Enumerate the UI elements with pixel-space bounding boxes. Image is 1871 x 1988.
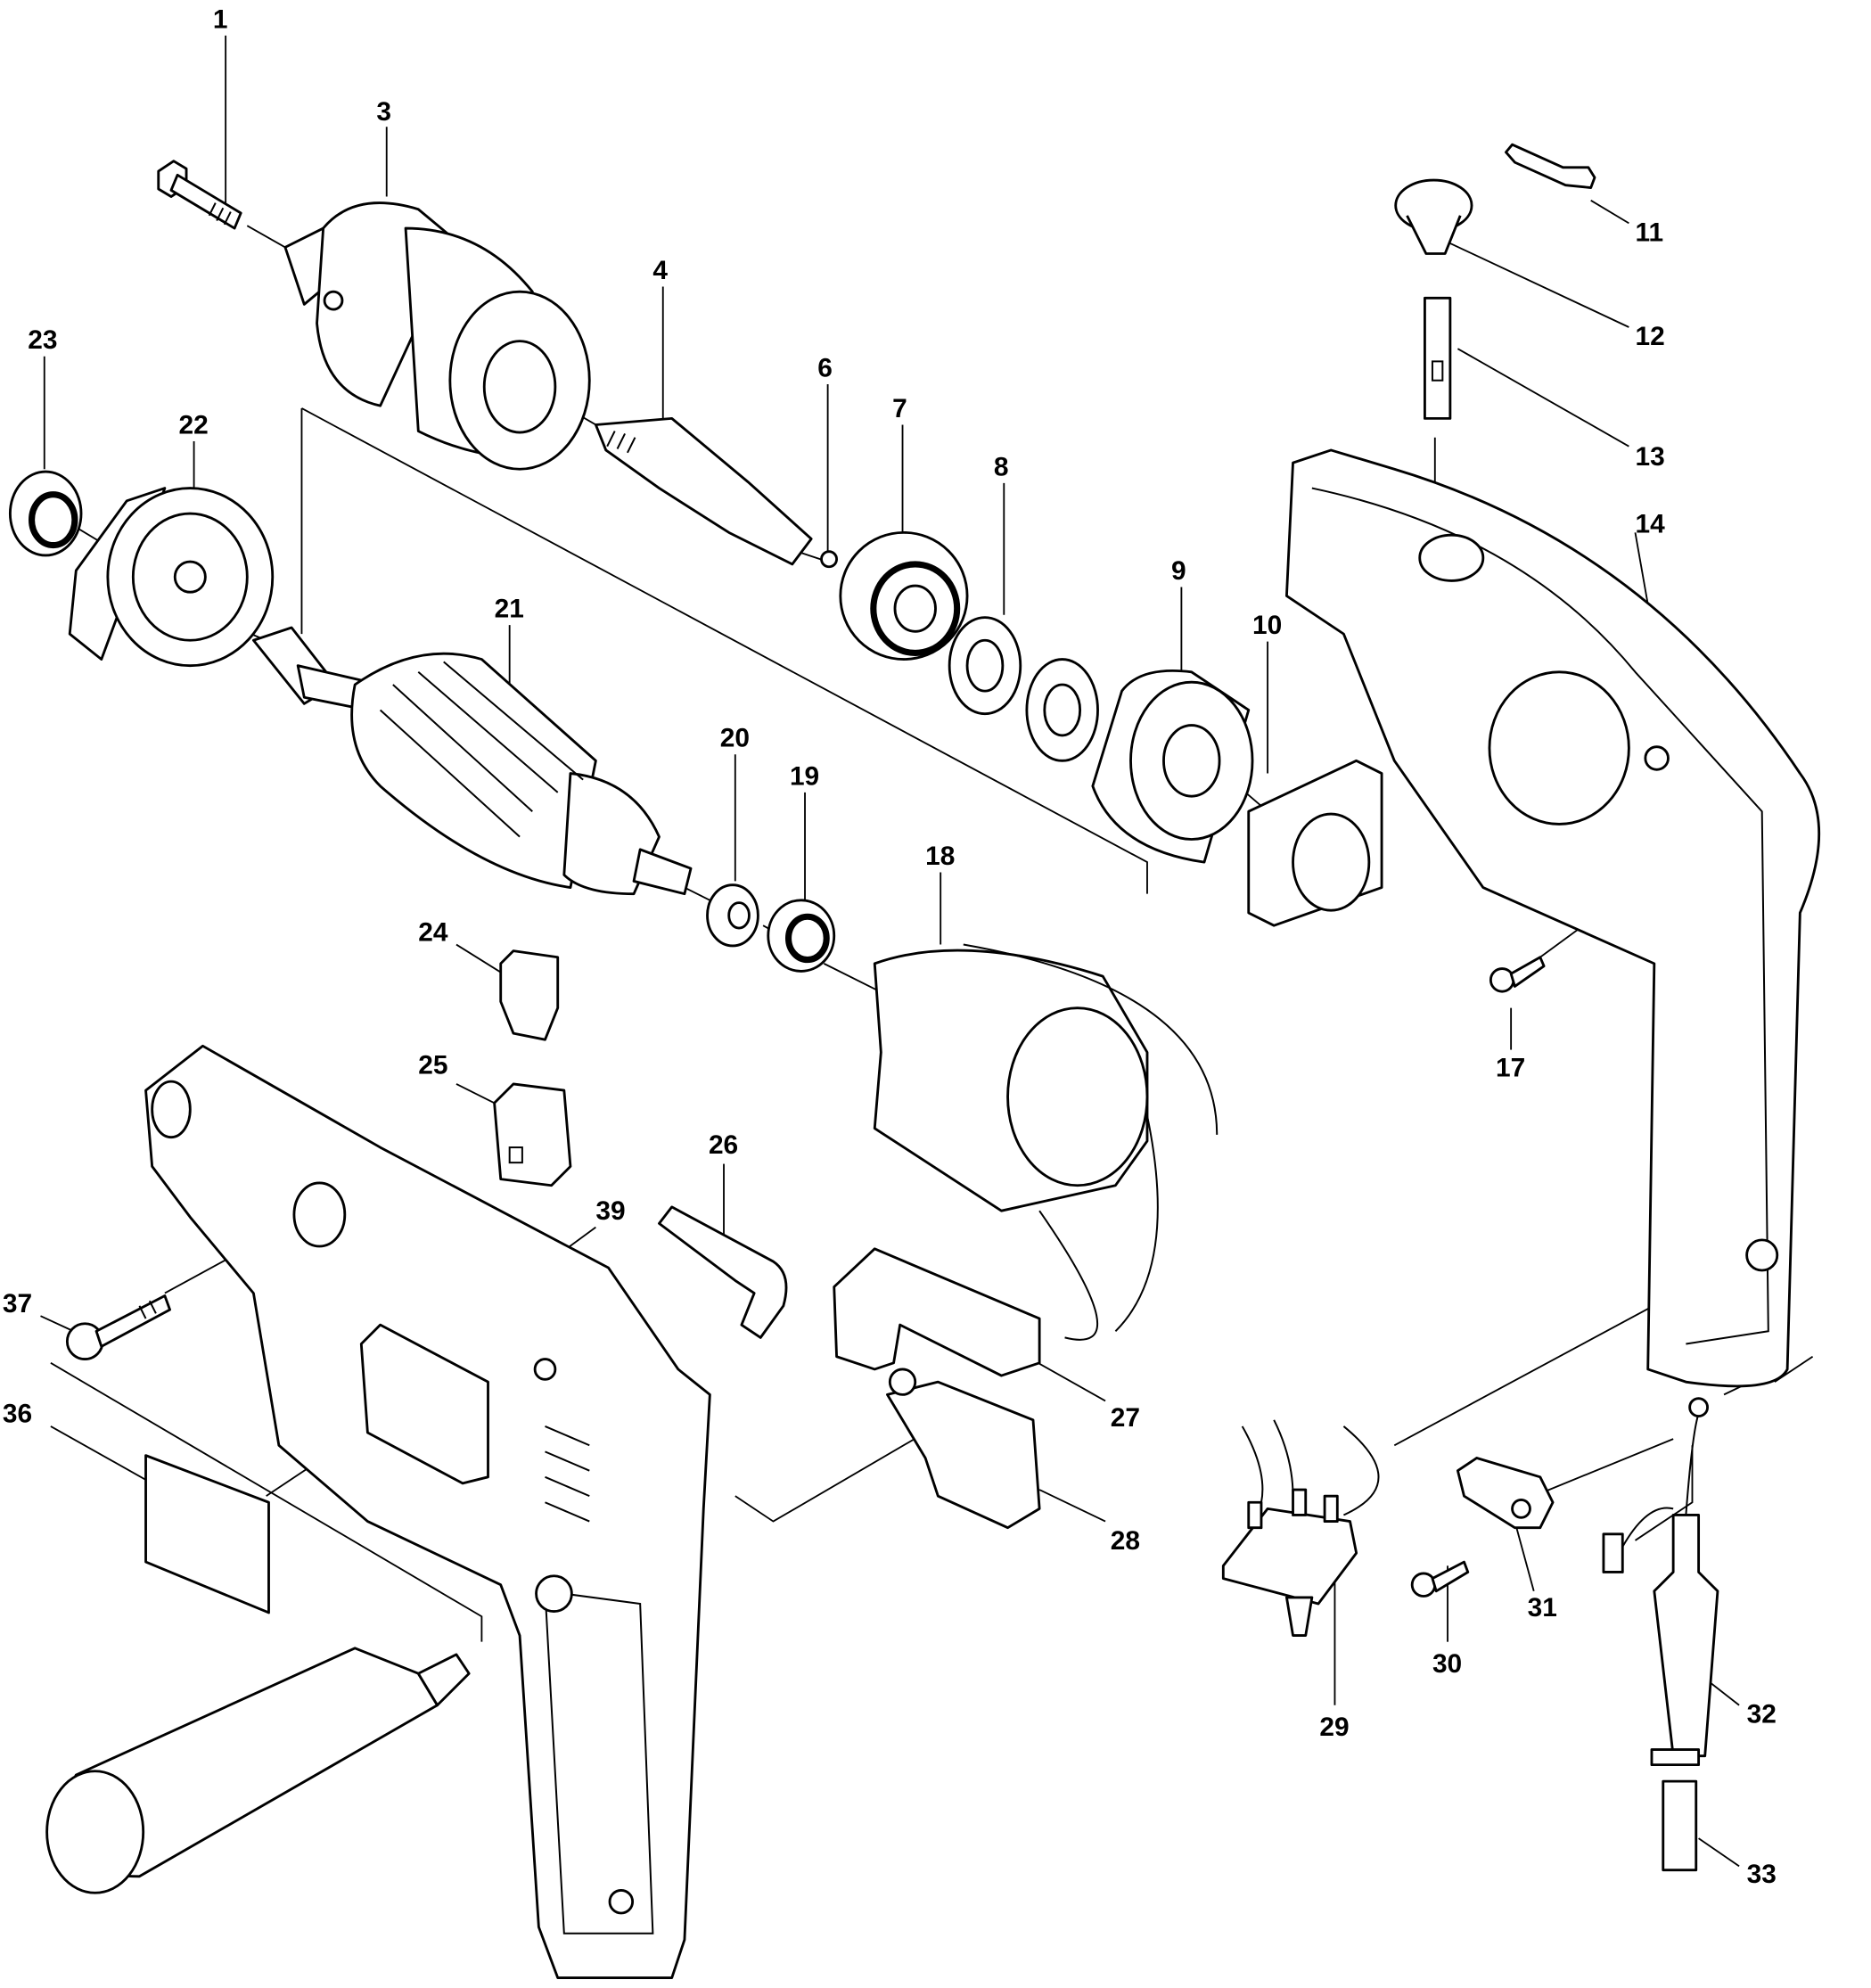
part-label: 32 — [1747, 1700, 1777, 1729]
part-23-bearing — [8, 470, 83, 557]
part-label: 19 — [790, 761, 819, 791]
part-label: 4 — [652, 256, 668, 285]
side-handle — [45, 1647, 471, 1894]
part-32-cord-guard — [1602, 1397, 1719, 1767]
part-label: 7 — [892, 394, 907, 423]
part-label: 36 — [3, 1400, 32, 1429]
part-label: 9 — [1171, 556, 1186, 586]
part-31-cord-clamp — [1456, 1457, 1555, 1530]
part-14-housing-half — [1284, 448, 1821, 1388]
part-17-screw — [1489, 956, 1546, 993]
part-30-screw — [1410, 1560, 1470, 1598]
part-label: 31 — [1528, 1593, 1557, 1622]
part-3-drill-chuck — [283, 201, 591, 471]
part-29-switch — [1221, 1419, 1380, 1637]
part-8-washers — [948, 616, 1099, 762]
part-33-cord — [1662, 1779, 1698, 1872]
part-37-screw — [65, 1294, 171, 1360]
part-22-fan — [68, 487, 275, 668]
part-9-gear — [1091, 669, 1254, 864]
part-4-spindle — [594, 416, 838, 569]
part-39-housing-half — [144, 1044, 711, 1979]
part-label: 21 — [495, 595, 524, 624]
part-label: 39 — [595, 1196, 625, 1226]
part-label: 13 — [1635, 442, 1664, 472]
part-25-brush-holder — [493, 1082, 572, 1187]
part-label: 22 — [179, 410, 209, 439]
part-36-label-plate — [144, 1454, 270, 1614]
part-19-bearing — [767, 899, 836, 973]
part-20-washer — [706, 883, 759, 948]
part-label: 23 — [28, 325, 57, 355]
part-label: 1 — [213, 4, 228, 34]
part-28-switch — [886, 1368, 1041, 1530]
part-24-brush-holder — [499, 949, 560, 1041]
part-11-spring — [1505, 143, 1596, 189]
part-18-field-coil — [873, 943, 1219, 1341]
part-label: 17 — [1496, 1053, 1525, 1082]
part-label: 29 — [1319, 1713, 1349, 1742]
part-label: 11 — [1635, 218, 1663, 247]
part-labels: 1 3 4 6 7 8 9 10 11 12 13 14 17 18 19 20… — [3, 4, 1777, 1889]
part-label: 25 — [418, 1051, 447, 1080]
part-label: 33 — [1747, 1860, 1777, 1889]
part-label: 37 — [3, 1289, 32, 1318]
part-label: 26 — [709, 1130, 738, 1160]
part-7-ball-bearing — [839, 530, 969, 661]
part-label: 30 — [1432, 1649, 1462, 1679]
part-21-armature — [251, 626, 693, 896]
part-10-bearing-block — [1247, 759, 1383, 927]
part-26-clip — [658, 1205, 788, 1339]
part-label: 6 — [817, 353, 833, 382]
part-label: 24 — [418, 917, 448, 947]
part-label: 8 — [994, 452, 1009, 481]
part-label: 3 — [376, 97, 391, 127]
part-label: 12 — [1635, 322, 1664, 351]
part-label: 27 — [1111, 1403, 1140, 1433]
part-13-shaft — [1424, 296, 1452, 420]
part-27-magnet-block — [833, 1247, 1041, 1377]
part-label: 18 — [925, 842, 955, 871]
part-label: 14 — [1635, 509, 1665, 538]
part-label: 20 — [720, 724, 750, 753]
part-12-knob — [1394, 178, 1473, 255]
part-label: 10 — [1252, 611, 1282, 640]
part-1-screw — [157, 160, 242, 230]
part-label: 28 — [1111, 1526, 1140, 1556]
